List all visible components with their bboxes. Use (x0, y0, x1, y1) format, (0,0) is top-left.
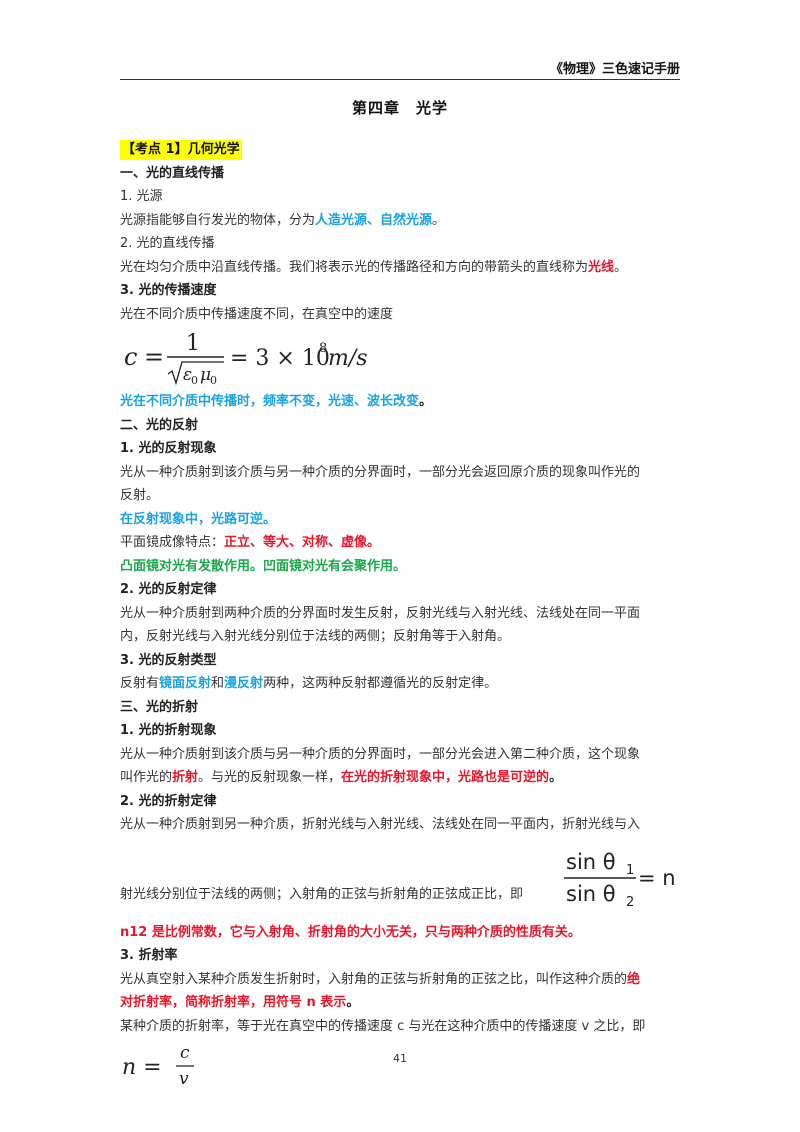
paragraph-refractive-index-3: 某种介质的折射率，等于光在真空中的传播速度 c 与光在这种介质中的传播速度 v … (120, 1018, 646, 1034)
paragraph-reflection-law-2: 内，反射光线与入射光线分别位于法线的两侧；反射角等于入射角。 (120, 629, 511, 644)
section-heading-1: 一、光的直线传播 (120, 165, 225, 181)
sub-title-reflection: 1. 光的反射现象 (120, 441, 217, 456)
formula-num: 1 (186, 331, 200, 356)
note-green-mirrors: 凸面镜对光有发散作用。凹面镜对光有会聚作用。 (120, 558, 407, 574)
kaodian-label: 【考点 1】几何光学 (120, 140, 242, 160)
highlight-blue: 人造光源、自然光源 (315, 212, 433, 228)
paragraph-speed: 光在不同介质中传播速度不同，在真空中的速度 (120, 306, 394, 322)
text: 叫作光的 (120, 770, 173, 785)
text: 。 (549, 770, 563, 785)
note-blue-reversible: 在反射现象中，光路可逆。 (120, 511, 277, 527)
sub-title-refractive-index: 3. 折射率 (120, 948, 178, 963)
snell-rhs: = n (638, 866, 676, 890)
text: 。 (614, 259, 628, 275)
refractive-index-formula: n = c v (120, 1040, 688, 1092)
paragraph-refraction-law-1: 光从一种介质射到另一种介质，折射光线与入射光线、法线处在同一平面内，折射光线与入 (120, 817, 641, 832)
text: 平面镜成像特点： (120, 535, 225, 550)
snell-law-block: 射光线分别位于法线的两侧；入射角的正弦与折射角的正弦成正比，即 sin θ 1 … (120, 837, 688, 910)
note-red-n12: n12 是比例常数，它与入射角、折射角的大小无关，只与两种介质的性质有关。 (120, 924, 581, 940)
text: 。 (432, 212, 446, 228)
highlight-red: 折射 (172, 770, 199, 785)
page-content: 【考点 1】几何光学 一、光的直线传播 1. 光源 光源指能够自行发光的物体，分… (120, 138, 688, 1092)
formula-n-lhs: n = (122, 1055, 162, 1080)
paragraph-refraction-2: 叫作光的折射。与光的反射现象一样，在光的折射现象中，光路也是可逆的。 (120, 766, 688, 790)
highlight-red: 在光的折射现象中，光路也是可逆的 (341, 770, 550, 785)
note-blue-frequency: 光在不同介质中传播时，频率不变，光速、波长改变。 (120, 390, 688, 414)
formula-n-den: v (179, 1069, 189, 1089)
text: 和 (211, 676, 225, 691)
paragraph-reflection-2: 反射。 (120, 488, 160, 503)
text: 光从真空射入某种介质发生折射时，入射角的正弦与折射角的正弦之比，叫作这种介质的 (120, 971, 628, 987)
paragraph-straight-line: 光在均匀介质中沿直线传播。我们将表示光的传播路径和方向的带箭头的直线称为光线。 (120, 256, 688, 280)
text: 反射有 (120, 676, 160, 691)
snell-law-formula: sin θ 1 sin θ 2 = n (564, 850, 676, 910)
formula-n-num: c (180, 1043, 190, 1063)
highlight-blue: 漫反射 (224, 676, 264, 691)
plane-mirror-features: 平面镜成像特点：正立、等大、对称、虚像。 (120, 531, 688, 555)
sub-title-speed: 3. 光的传播速度 (120, 283, 217, 298)
text: 。 (419, 394, 433, 409)
page-number: 41 (393, 1052, 407, 1065)
sub-title-straight-line: 2. 光的直线传播 (120, 236, 215, 251)
highlight-blue: 光在不同介质中传播时，频率不变，光速、波长改变 (120, 394, 420, 409)
formula-eq: = (144, 343, 164, 371)
snell-sub2: 2 (626, 895, 634, 910)
snell-sub1: 1 (626, 863, 634, 878)
text: 。与光的反射现象一样， (198, 770, 342, 785)
formula-c: c (124, 343, 137, 371)
paragraph-refractive-index-2: 对折射率，简称折射率，用符号 n 表示。 (120, 991, 688, 1015)
sub-title-light-source: 1. 光源 (120, 189, 163, 204)
paragraph-reflection-types: 反射有镜面反射和漫反射两种，这两种反射都遵循光的反射定律。 (120, 672, 688, 696)
formula-sub: 0 (191, 374, 198, 386)
sqrt-sign (167, 361, 224, 386)
header-rule (120, 79, 680, 80)
text: 光在均匀介质中沿直线传播。我们将表示光的传播路径和方向的带箭头的直线称为 (120, 259, 589, 275)
paragraph-refraction-law-2: 射光线分别位于法线的两侧；入射角的正弦与折射角的正弦成正比，即 (120, 886, 524, 902)
paragraph-reflection-law-1: 光从一种介质射到两种介质的分界面时发生反射，反射光线与入射光线、法线处在同一平面 (120, 605, 641, 621)
section-heading-3: 三、光的折射 (120, 699, 199, 715)
highlight-red: 光线 (588, 259, 615, 275)
highlight-red: 对折射率，简称折射率，用符号 n 表示 (120, 995, 347, 1010)
book-title: 《物理》三色速记手册 (549, 62, 680, 77)
formula-rhs: = 3 × 10 (230, 346, 330, 371)
text: 。 (346, 995, 360, 1010)
highlight-red: 正立、等大、对称、虚像。 (224, 535, 381, 550)
text: 光源指能够自行发光的物体，分为 (120, 212, 316, 228)
snell-den: sin θ (566, 882, 616, 906)
formula-sub: 0 (210, 374, 217, 386)
formula-epsilon: ε (183, 365, 192, 385)
paragraph-reflection-1: 光从一种介质射到该介质与另一种介质的分界面时，一部分光会返回原介质的现象叫作光的 (120, 464, 641, 480)
speed-of-light-formula: c = 1 ε 0 μ 0 = 3 × 10 8 m/s (120, 330, 688, 387)
paragraph-refractive-index-1: 光从真空射入某种介质发生折射时，入射角的正弦与折射角的正弦之比，叫作这种介质的绝 (120, 968, 688, 992)
sub-title-refraction-law: 2. 光的折射定律 (120, 793, 217, 809)
chapter-title: 第四章 光学 (351, 99, 448, 117)
highlight-red: 绝 (627, 971, 641, 987)
formula-exp: 8 (319, 341, 327, 356)
formula-mu: μ (200, 365, 211, 385)
text: 两种，这两种反射都遵循光的反射定律。 (263, 676, 498, 691)
section-heading-2: 二、光的反射 (120, 417, 199, 433)
highlight-blue: 镜面反射 (159, 676, 212, 691)
formula-unit: m/s (328, 346, 368, 371)
sub-title-refraction: 1. 光的折射现象 (120, 723, 217, 738)
paragraph-light-source: 光源指能够自行发光的物体，分为人造光源、自然光源。 (120, 209, 688, 233)
snell-num: sin θ (566, 850, 616, 874)
sub-title-reflection-types: 3. 光的反射类型 (120, 652, 217, 668)
sub-title-reflection-law: 2. 光的反射定律 (120, 582, 217, 597)
paragraph-refraction-1: 光从一种介质射到该介质与另一种介质的分界面时，一部分光会进入第二种介质，这个现象 (120, 746, 641, 762)
